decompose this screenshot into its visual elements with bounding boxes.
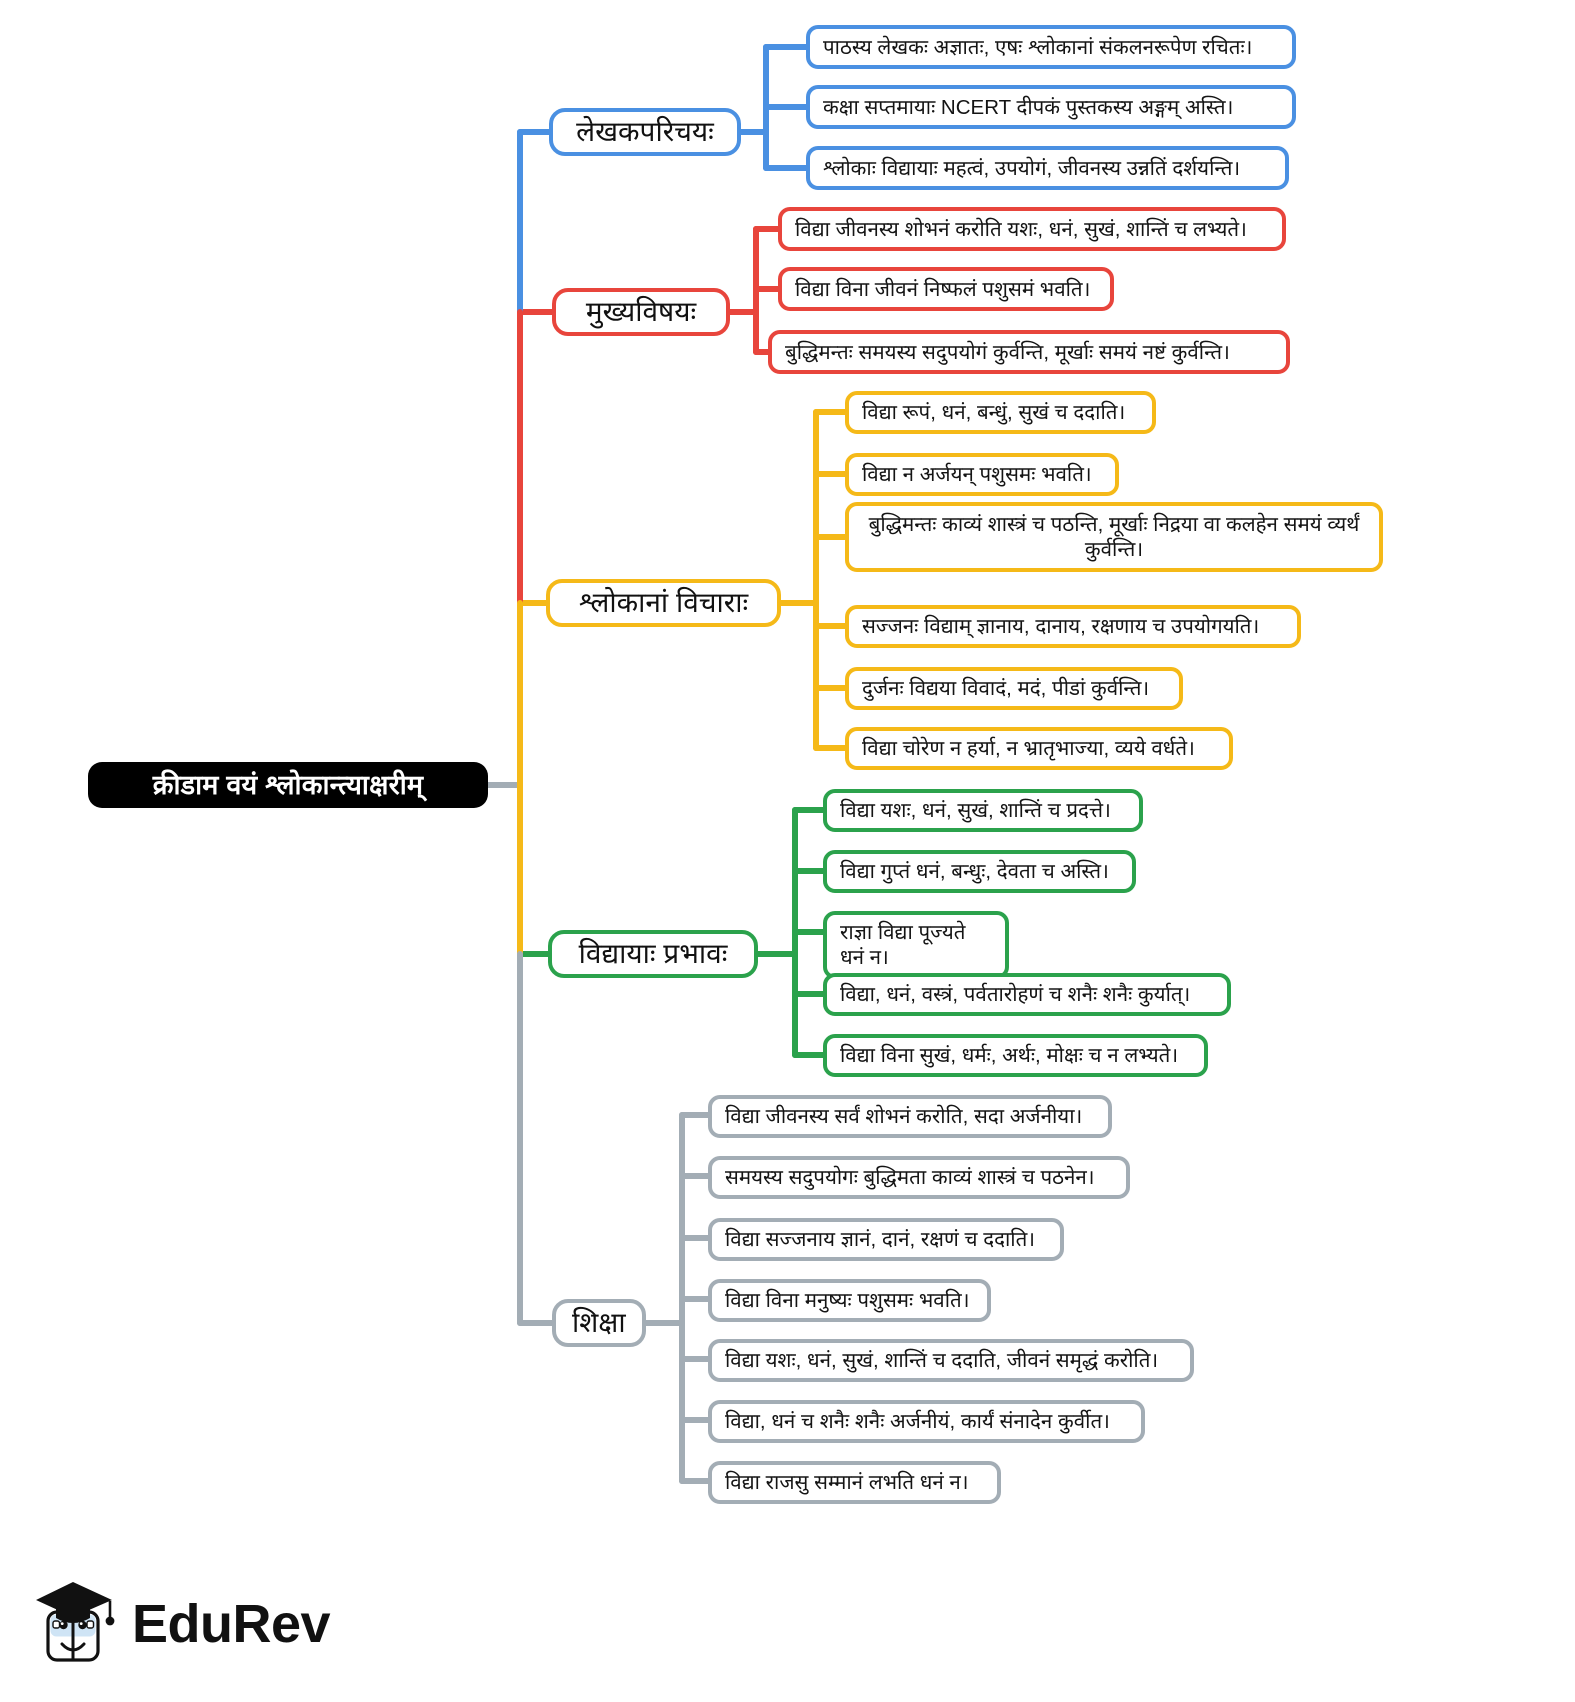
leaf-node[interactable]: बुद्धिमन्तः समयस्य सदुपयोगं कुर्वन्ति, म… [768, 330, 1290, 374]
leaf-node[interactable]: पाठस्य लेखकः अज्ञातः, एषः श्लोकानां संकल… [806, 25, 1296, 69]
leaf-node[interactable]: विद्या जीवनस्य शोभनं करोति यशः, धनं, सुख… [778, 207, 1286, 251]
leaf-node[interactable]: विद्या यशः, धनं, सुखं, शान्तिं च ददाति, … [708, 1338, 1194, 1382]
leaf-node[interactable]: विद्या राजसु सम्मानं लभति धनं न। [708, 1460, 1001, 1504]
leaf-node[interactable]: विद्या विना सुखं, धर्मः, अर्थः, मोक्षः च… [823, 1034, 1208, 1077]
leaf-node[interactable]: श्लोकाः विद्यायाः महत्वं, उपयोगं, जीवनस्… [806, 146, 1289, 190]
leaf-node[interactable]: सज्जनः विद्याम् ज्ञानाय, दानाय, रक्षणाय … [845, 605, 1301, 648]
leaf-node[interactable]: विद्या, धनं, वस्त्रं, पर्वतारोहणं च शनैः… [823, 973, 1231, 1016]
leaf-node[interactable]: दुर्जनः विद्यया विवादं, मदं, पीडां कुर्व… [845, 667, 1183, 710]
leaf-node[interactable]: विद्या चोरेण न हर्या, न भ्रातृभाज्या, व्… [845, 727, 1233, 770]
edurev-wordmark: EduRev [132, 1594, 331, 1654]
leaf-node[interactable]: विद्या रूपं, धनं, बन्धुं, सुखं च ददाति। [845, 391, 1156, 434]
leaf-node[interactable]: विद्या विना मनुष्यः पशुसमः भवति। [708, 1278, 991, 1322]
leaf-node[interactable]: समयस्य सदुपयोगः बुद्धिमता काव्यं शास्त्र… [708, 1155, 1130, 1199]
edurev-logo: EduRev [34, 1578, 331, 1670]
leaf-node[interactable]: बुद्धिमन्तः काव्यं शास्त्रं च पठन्ति, मू… [845, 502, 1383, 572]
branch-node-shlokanam-vicharah[interactable]: श्लोकानां विचाराः [546, 579, 781, 627]
leaf-node[interactable]: विद्या न अर्जयन् पशुसमः भवति। [845, 453, 1119, 496]
branch-node-lekhakaparichayah[interactable]: लेखकपरिचयः [549, 108, 741, 156]
leaf-node[interactable]: विद्या यशः, धनं, सुखं, शान्तिं च प्रदत्त… [823, 789, 1143, 832]
graduation-cap-book-mascot-icon [34, 1578, 118, 1670]
leaf-node[interactable]: विद्या विना जीवनं निष्फलं पशुसमं भवति। [778, 267, 1114, 311]
root-node[interactable]: क्रीडाम वयं श्लोकान्त्याक्षरीम् [88, 762, 488, 808]
leaf-node[interactable]: विद्या, धनं च शनैः शनैः अर्जनीयं, कार्यं… [708, 1399, 1145, 1443]
branch-node-vidyayah-prabhavah[interactable]: विद्यायाः प्रभावः [548, 930, 758, 978]
branch-node-shiksha[interactable]: शिक्षा [552, 1299, 646, 1347]
branch-node-mukhyavishayah[interactable]: मुख्यविषयः [552, 288, 730, 336]
leaf-node[interactable]: राज्ञा विद्या पूज्यते धनं न। [823, 911, 1009, 979]
leaf-node[interactable]: विद्या गुप्तं धनं, बन्धुः, देवता च अस्ति… [823, 850, 1136, 893]
leaf-node[interactable]: विद्या जीवनस्य सर्वं शोभनं करोति, सदा अर… [708, 1094, 1112, 1138]
leaf-node[interactable]: कक्षा सप्तमायाः NCERT दीपकं पुस्तकस्य अङ… [806, 85, 1296, 129]
leaf-node[interactable]: विद्या सज्जनाय ज्ञानं, दानं, रक्षणं च दद… [708, 1217, 1064, 1261]
